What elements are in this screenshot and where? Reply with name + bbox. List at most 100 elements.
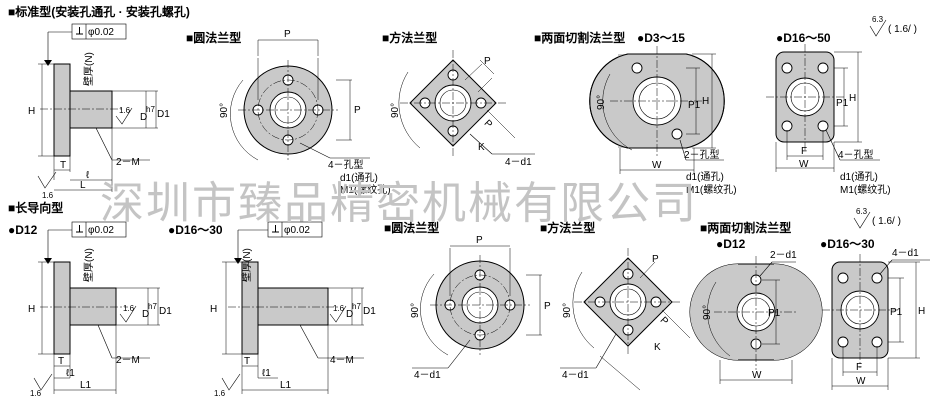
variant-d12-left: ●D12 — [8, 223, 38, 237]
dim-H: H — [849, 93, 856, 104]
dim-D: D — [140, 112, 147, 123]
square-flange-bottom: P P K 90° 4－d1 — [560, 248, 691, 391]
label-m1-tapped: M1(螺纹孔) — [686, 183, 737, 196]
flange — [53, 63, 71, 157]
dim-L1: L1 — [80, 380, 92, 391]
dim-H: H — [210, 304, 217, 315]
roughness-flange: 1.6 — [30, 389, 42, 398]
round-flange-bottom: P P 90° 4－d1 — [410, 235, 551, 381]
roughness-paren: ( 1.6/ ) — [888, 24, 917, 35]
variant-d12-right: ●D12 — [716, 237, 746, 251]
dim-T: T — [58, 356, 64, 367]
variant-d16-30-right: ●D16～30 — [820, 237, 875, 251]
dim-h7: h7 — [352, 302, 361, 311]
dim-K: K — [478, 142, 485, 153]
label-4-d1: 4－d1 — [414, 370, 441, 381]
long-guide-d12: φ0.02 H 壁厚(N) D h7 D1 1.6 2－M T ℓ1 L1 1.… — [28, 221, 172, 398]
wall-thickness-label: 壁厚(N) — [240, 248, 253, 282]
label-d1-through: d1(通孔) — [686, 171, 724, 183]
dim-W: W — [856, 376, 866, 387]
tolerance-frame — [71, 23, 127, 40]
dim-D: D — [346, 309, 353, 320]
dim-P: P — [652, 254, 659, 265]
dim-W: W — [652, 160, 662, 171]
dim-H: H — [28, 106, 35, 117]
roughness-shaft: 1.6 — [119, 106, 131, 115]
angle-90: 90° — [702, 305, 713, 320]
dim-P-diag: P — [658, 315, 671, 328]
dim-D: D — [142, 309, 149, 320]
label-m1-tapped: M1(螺纹孔) — [340, 183, 391, 196]
dim-P1: P1 — [836, 98, 849, 109]
dim-H: H — [28, 304, 35, 315]
label-2-hole-type: 2－孔型 — [684, 148, 720, 161]
shaft — [69, 90, 113, 129]
two-face-flange-d16-50: P1 H F W 4－孔型 d1(通孔) M1(螺纹孔) — [766, 44, 891, 196]
roughness-flange: 1.6 — [42, 191, 54, 200]
title-round-flange-top: ■圆法兰型 — [186, 30, 241, 45]
section-title-long-guide: ■长导向型 — [8, 200, 63, 215]
dim-T: T — [60, 160, 66, 171]
label-2-m: 2－M — [116, 157, 140, 168]
tolerance-value: φ0.02 — [284, 225, 310, 236]
round-flange-top: P P 90° 4－孔型 d1(通孔) M1(螺纹孔) — [219, 29, 391, 196]
dim-P: P — [284, 29, 291, 40]
two-face-flange-d3-15: P1 H W 90° 2－孔型 d1(通孔) M1(螺纹孔) — [589, 46, 737, 196]
dim-P: P — [476, 235, 483, 246]
dim-D1: D1 — [157, 109, 170, 120]
variant-d16-30-left: ●D16～30 — [168, 223, 223, 237]
roughness-shaft: 1.6 — [333, 304, 345, 313]
dim-L: L — [80, 180, 86, 191]
label-m1-tapped: M1(螺纹孔) — [840, 183, 891, 196]
label-4-d1: 4－d1 — [892, 248, 919, 259]
dim-D1: D1 — [363, 306, 376, 317]
dim-P-vertical: P — [544, 301, 551, 312]
dim-P1: P1 — [768, 308, 781, 319]
dim-T: T — [244, 356, 250, 367]
label-2-d1: 2－d1 — [770, 250, 797, 261]
label-4-hole-type: 4－孔型 — [328, 158, 364, 171]
label-4-m: 4－M — [330, 355, 354, 366]
angle-90: 90° — [410, 303, 421, 318]
label-4-d1: 4－d1 — [562, 370, 589, 381]
dim-P-diag: P — [482, 118, 495, 131]
dim-l: ℓ — [86, 170, 90, 181]
dim-D1: D1 — [159, 306, 172, 317]
roughness-shaft: 1.6 — [123, 304, 135, 313]
title-square-flange-top: ■方法兰型 — [382, 30, 437, 45]
dim-h7: h7 — [146, 105, 155, 114]
roughness-63: 6.3 — [856, 207, 868, 216]
dim-L1: L1 — [280, 380, 292, 391]
label-4-d1: 4－d1 — [505, 157, 532, 168]
title-two-face-flange-bottom: ■两面切割法兰型 — [700, 220, 791, 235]
dim-P1: P1 — [890, 307, 903, 318]
roughness-spec-top: 6.3 ( 1.6/ ) — [869, 15, 917, 37]
standard-side-view: φ0.02 H 壁厚(N) D h7 D1 1.6 2－M T ℓ L — [28, 23, 170, 200]
dim-W: W — [752, 370, 762, 381]
label-d1-through: d1(通孔) — [840, 171, 878, 183]
angle-90: 90° — [562, 303, 573, 318]
variant-d3-15: ●D3～15 — [637, 31, 685, 45]
title-square-flange-bottom: ■方法兰型 — [540, 220, 595, 235]
roughness-flange: 1.6 — [214, 389, 226, 398]
dim-l1: ℓ1 — [66, 368, 75, 379]
wall-thickness-label: 壁厚(N) — [82, 248, 95, 282]
title-round-flange-bottom: ■圆法兰型 — [384, 220, 439, 235]
dim-F: F — [801, 146, 807, 157]
dim-P-vertical: P — [354, 105, 361, 116]
dim-l1: ℓ1 — [262, 368, 271, 379]
angle-90: 90° — [219, 103, 230, 118]
dim-K: K — [654, 342, 661, 353]
section-title-standard: ■标准型(安装孔通孔 · 安装孔螺孔) — [8, 4, 190, 19]
square-flange-top: P P K 90° 4－d1 — [390, 50, 535, 168]
tolerance-value: φ0.02 — [88, 225, 114, 236]
dim-H: H — [702, 96, 709, 107]
roughness-paren: ( 1.6/ ) — [872, 216, 901, 227]
dim-H: H — [918, 306, 925, 317]
wall-thickness-label: 壁厚(N) — [82, 52, 95, 86]
company-watermark: 深圳市臻品精密机械有限公司 — [100, 178, 698, 229]
dim-P: P — [484, 56, 491, 67]
long-guide-d16-30: φ0.02 H 壁厚(N) D h7 D1 1.6 4－M T ℓ1 L1 1.… — [210, 221, 376, 398]
label-d1-through: d1(通孔) — [340, 172, 378, 184]
